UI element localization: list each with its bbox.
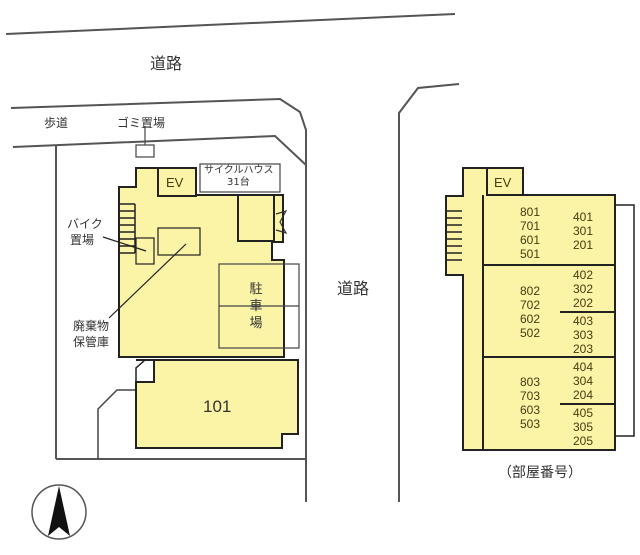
waste-label-2: 保管庫 — [73, 335, 110, 349]
north-arrow-icon — [31, 484, 87, 540]
road-label-top: 道路 — [150, 54, 183, 73]
sidewalk-edge — [10, 97, 307, 166]
inner-boundary — [97, 389, 136, 459]
cycle-house-label: サイクルハウス — [204, 165, 274, 176]
unit-101-label: 101 — [203, 397, 232, 416]
road-edge-top — [5, 13, 456, 35]
bike-label-1: バイク — [67, 217, 103, 231]
garbage-area — [135, 144, 155, 158]
site-boundary-top — [12, 134, 307, 166]
stairs-right — [447, 210, 462, 261]
sidewalk-label: 歩道 — [44, 116, 69, 130]
cycle-house-box — [199, 163, 281, 193]
waste-label-1: 廃棄物 — [73, 319, 110, 333]
road-edge-right — [398, 83, 460, 502]
unit-101-block — [135, 359, 299, 449]
stairs-left — [120, 203, 136, 254]
bike-label-2: 置場 — [70, 233, 95, 247]
ev-left-label: EV — [166, 175, 184, 190]
ev-right-box — [486, 167, 524, 196]
parking-label: 駐 車 場 — [249, 282, 263, 331]
ev-left-box — [157, 167, 197, 197]
garbage-label: ゴミ置場 — [117, 116, 166, 130]
ev-right-label: EV — [494, 175, 512, 190]
cycle-house-count: 31台 — [227, 177, 250, 188]
road-label-right: 道路 — [337, 279, 370, 298]
room-number-caption: （部屋番号） — [498, 465, 582, 481]
waste-storage-box — [157, 227, 201, 256]
